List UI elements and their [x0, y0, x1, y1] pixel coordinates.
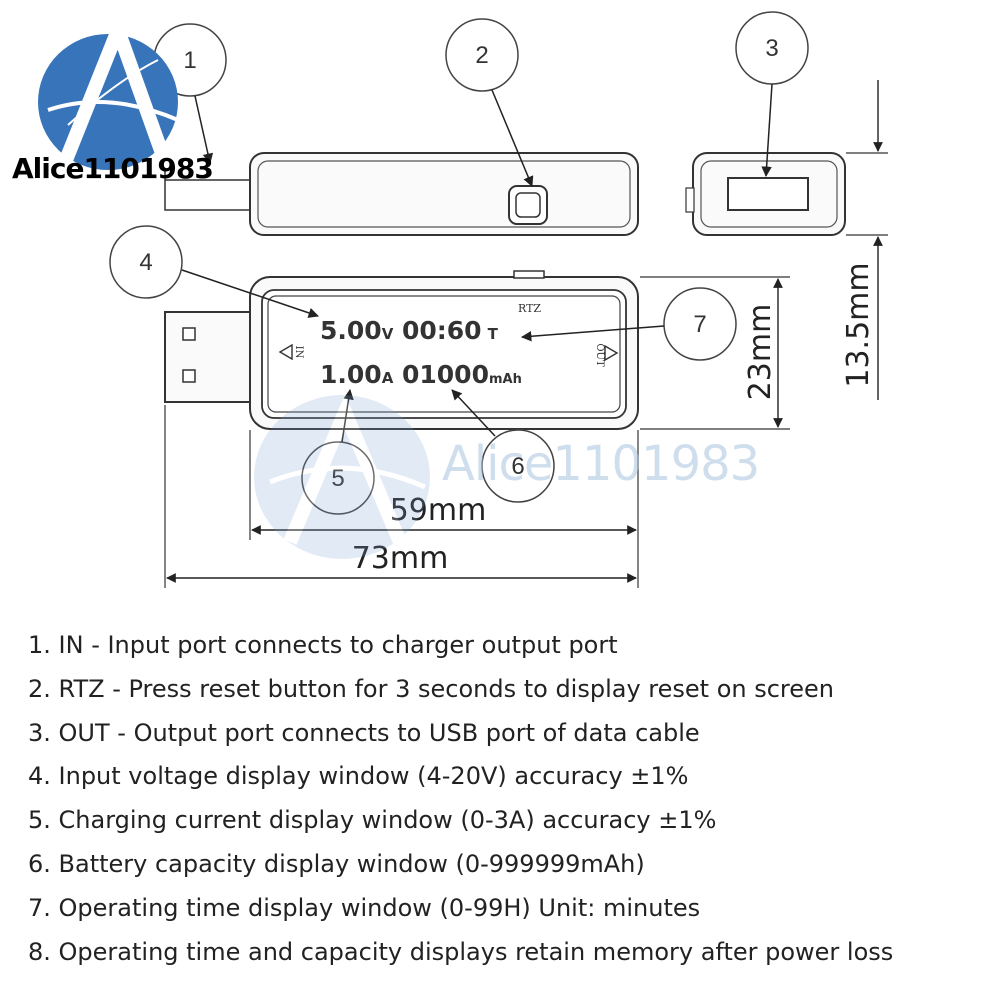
capacity-reading: 01000mAh: [402, 360, 522, 389]
out-label: OUT: [594, 343, 605, 367]
in-label: IN: [293, 346, 304, 359]
dim-screen-width: 59mm: [249, 430, 639, 540]
voltage-reading: 5.00V: [320, 316, 394, 345]
reset-button: [508, 185, 548, 225]
callout-5: 5: [301, 388, 375, 515]
feature-item-4: 4. Input voltage display window (4-20V) …: [28, 762, 689, 791]
usb-output-port: [727, 177, 809, 211]
callout-5-label: 5: [331, 465, 344, 492]
dim-screen-width-label: 59mm: [390, 493, 487, 528]
callout-7: 7: [520, 287, 737, 361]
top-view-body: [249, 152, 639, 236]
dim-thickness: 13.5mm: [841, 80, 888, 400]
feature-item-6: 6. Battery capacity display window (0-99…: [28, 849, 645, 878]
feature-item-1: 1. IN - Input port connects to charger o…: [28, 631, 618, 659]
dim-total-length: 73mm: [164, 405, 639, 588]
rtz-label: RTZ: [518, 302, 541, 315]
top-view: [164, 152, 639, 236]
feature-item-7: 7. Operating time display window (0-99H)…: [28, 893, 701, 922]
dim-total-length-label: 73mm: [352, 541, 449, 576]
current-reading: 1.00A: [320, 360, 394, 389]
feature-item-8: 8. Operating time and capacity displays …: [28, 937, 894, 966]
dim-height-label: 23mm: [743, 304, 778, 401]
callout-3: 3: [735, 11, 809, 178]
watermark-text: Alice1101983: [442, 436, 760, 492]
callout-3-label: 3: [765, 35, 778, 62]
callout-4: 4: [109, 225, 319, 318]
brand-logo-text: Alice1101983: [12, 152, 214, 185]
lcd-screen: [267, 295, 621, 413]
feature-item-5: 5. Charging current display window (0-3A…: [28, 806, 717, 835]
callout-7-label: 7: [693, 311, 706, 338]
watermark-logo-icon: [254, 394, 430, 559]
feature-item-3: 3. OUT - Output port connects to USB por…: [28, 718, 700, 747]
out-indicator: OUT: [594, 343, 619, 367]
brand-logo-icon: [38, 23, 179, 183]
lcd-frame: [261, 289, 627, 419]
top-view-plug: [164, 170, 252, 211]
callout-2: 2: [445, 18, 534, 187]
callout-6-label: 6: [511, 453, 524, 480]
feature-item-2: 2. RTZ - Press reset button for 3 second…: [28, 674, 835, 703]
in-indicator: IN: [278, 343, 304, 361]
callout-6: 6: [451, 389, 555, 503]
end-view: [685, 152, 846, 236]
dim-thickness-label: 13.5mm: [841, 262, 876, 387]
callout-4-label: 4: [139, 249, 152, 276]
dim-height: 23mm: [640, 276, 790, 430]
usb-input-plug: [164, 311, 256, 403]
callout-1-label: 1: [183, 47, 196, 74]
feature-list: 1. IN - Input port connects to charger o…: [28, 626, 988, 976]
callout-2-label: 2: [475, 42, 488, 69]
